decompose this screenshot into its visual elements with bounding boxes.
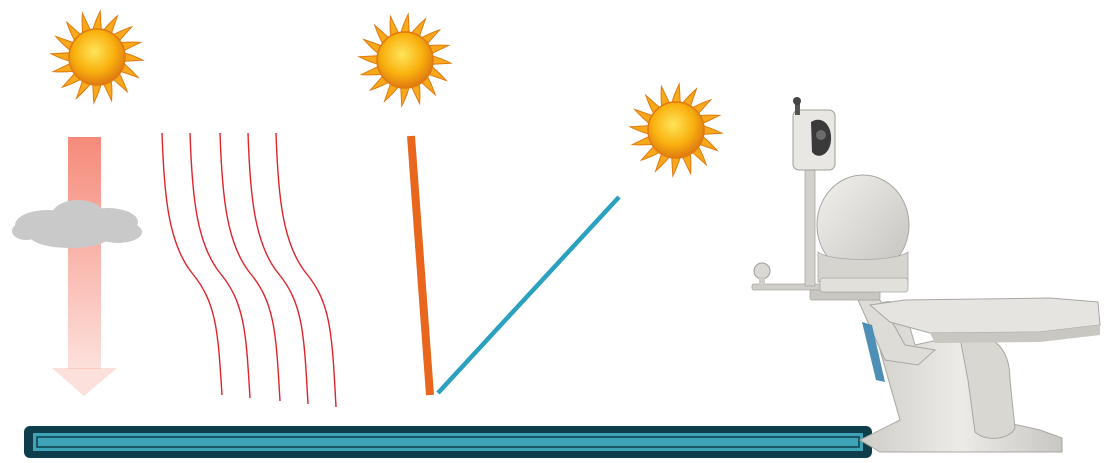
diffuse-radiation-lines xyxy=(162,133,336,407)
sun-core xyxy=(69,29,125,85)
sun-core xyxy=(377,32,433,88)
sun-icon xyxy=(630,84,722,176)
sun-tracker-instrument-icon xyxy=(752,97,1100,452)
attenuated-beam-arrow xyxy=(52,137,117,396)
sun-core xyxy=(648,102,704,158)
sun-icon xyxy=(51,11,143,103)
direct-ray xyxy=(411,136,430,395)
reflected-ray xyxy=(438,197,619,393)
ground-surface-bar xyxy=(24,426,872,458)
sun-icon xyxy=(359,14,451,106)
cloud-icon xyxy=(12,200,142,248)
